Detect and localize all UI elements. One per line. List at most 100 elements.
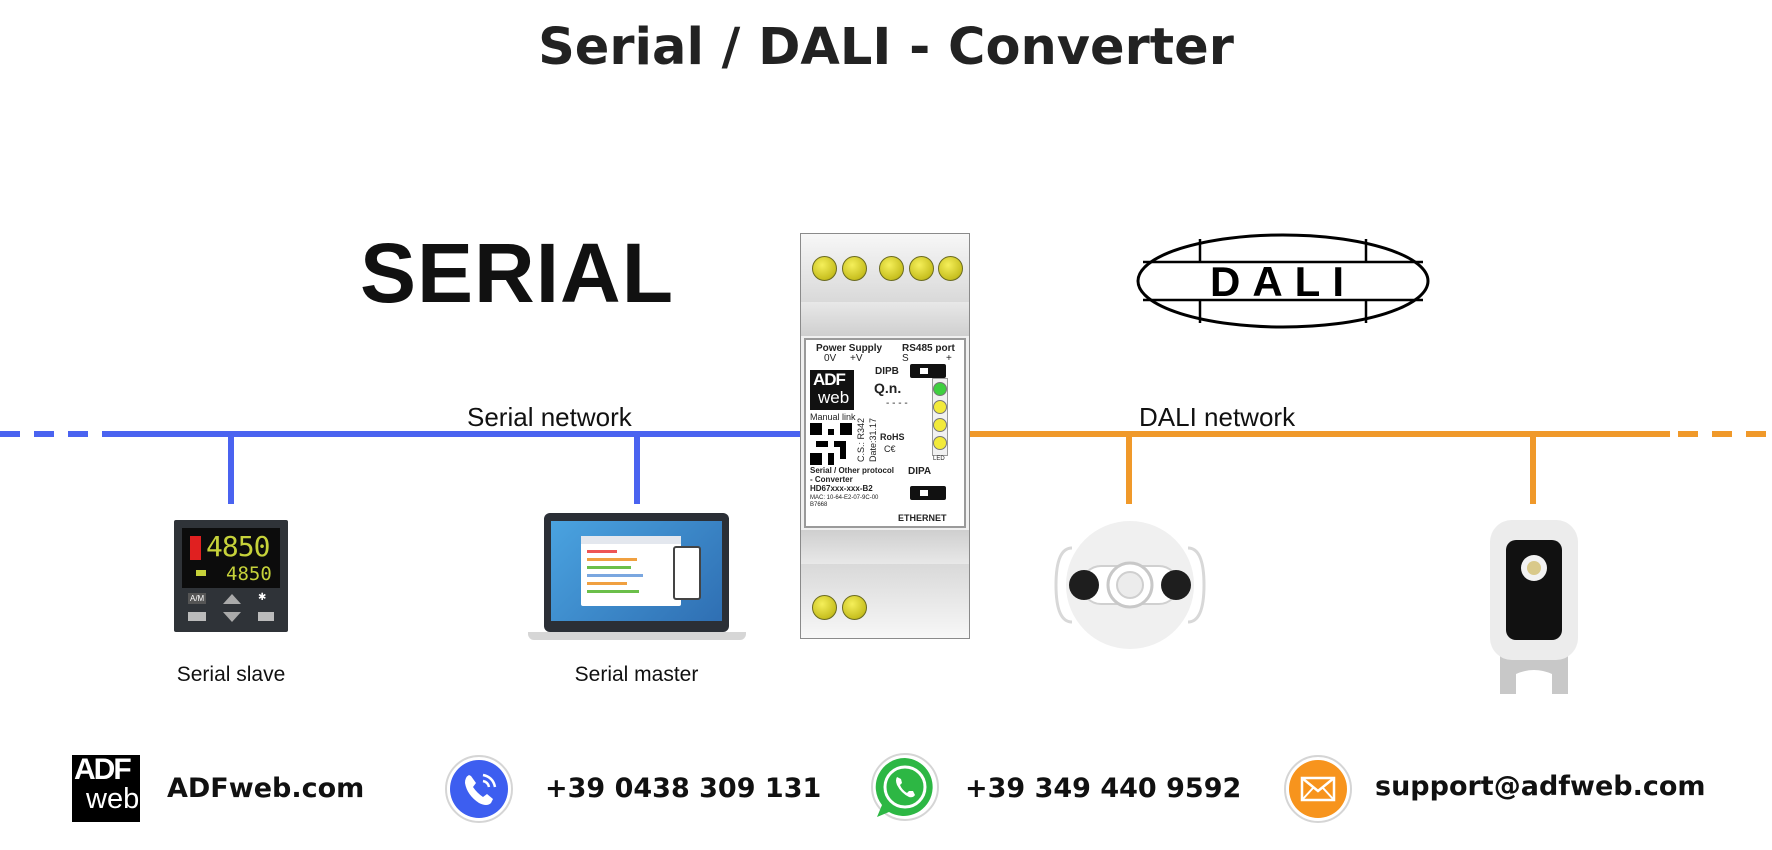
dali-drop-light xyxy=(1530,434,1536,504)
product-name-line1: Serial / Other protocol xyxy=(810,466,895,475)
terminal-screw xyxy=(842,256,867,281)
browser-titlebar xyxy=(581,536,681,544)
date-label: Date:31.17 xyxy=(868,417,878,462)
logo-text-bottom: web xyxy=(818,388,850,407)
serial-network-line xyxy=(102,431,800,437)
top-housing xyxy=(801,302,969,336)
power-supply-label: Power Supply xyxy=(816,343,883,354)
ethernet-label: ETHERNET xyxy=(898,513,947,523)
website-link[interactable]: ADFweb.com xyxy=(167,773,365,804)
logo-text-bottom: web xyxy=(86,783,140,815)
dali-line-dash xyxy=(1746,431,1766,437)
support-email[interactable]: support@adfweb.com xyxy=(1375,771,1706,802)
dali-network-label: DALI network xyxy=(1139,402,1296,432)
display-bottom-value: 4850 xyxy=(226,563,272,585)
status-led xyxy=(933,400,947,414)
manual-link-label: Manual link xyxy=(810,412,856,422)
adfweb-logo: ADF web xyxy=(810,370,854,410)
adfweb-logo: ADF web xyxy=(72,753,140,822)
plus-pin-label: + xyxy=(946,353,952,364)
display-top-value: 4850 xyxy=(206,530,270,563)
mac-suffix: B7668 xyxy=(810,502,828,508)
content-line xyxy=(587,550,617,553)
s-pin-label: S xyxy=(902,353,909,364)
dipb-label: DIPB xyxy=(875,366,899,377)
display-indicator xyxy=(196,570,206,576)
serial-master-device xyxy=(544,513,729,632)
phone-mockup xyxy=(673,546,701,600)
dipa-label: DIPA xyxy=(908,466,932,477)
product-code: HD67xxx-xxx-B2 xyxy=(810,484,873,493)
return-key-icon xyxy=(258,612,274,621)
star-key: ✱ xyxy=(258,592,267,603)
enter-key-icon xyxy=(188,612,206,621)
terminal-screw xyxy=(879,256,904,281)
qn-value: - - - - xyxy=(886,398,908,409)
terminal-screw xyxy=(938,256,963,281)
serial-line-dash xyxy=(68,431,88,437)
content-line xyxy=(587,582,627,585)
serial-slave-device: 4850 4850 A/M ✱ xyxy=(174,520,288,632)
rs485-port-label: RS485 port xyxy=(902,343,955,354)
mac-address: MAC: 10-64-E2-07-9C-00 xyxy=(810,495,879,501)
page-title: Serial / DALI - Converter xyxy=(538,18,1234,77)
serial-master-label: Serial master xyxy=(574,663,699,686)
dipa-switch xyxy=(910,486,946,500)
dali-line-dash xyxy=(1712,431,1732,437)
terminal-screw xyxy=(909,256,934,281)
laptop-base xyxy=(528,632,746,640)
whatsapp-icon xyxy=(871,753,939,821)
dali-lamp-device xyxy=(1054,521,1206,649)
email-icon xyxy=(1284,755,1352,823)
content-line xyxy=(587,558,637,561)
status-led xyxy=(933,382,947,396)
am-key: A/M xyxy=(188,593,207,604)
serial-network-label: Serial network xyxy=(467,402,632,432)
whatsapp-number[interactable]: +39 349 440 9592 xyxy=(965,773,1242,804)
status-indicator xyxy=(190,536,201,560)
dali-logo-text: DALI xyxy=(1210,258,1356,305)
product-name-line2: - Converter xyxy=(810,475,853,484)
bottom-housing xyxy=(801,530,969,564)
rohs-label: RoHS xyxy=(880,432,905,442)
down-arrow-icon xyxy=(223,612,241,622)
phone-icon xyxy=(445,755,513,823)
device-label-panel: Power Supply 0V +V RS485 port S + DIPB A… xyxy=(804,338,966,528)
terminal-screw xyxy=(812,595,837,620)
thermostat-display: 4850 4850 xyxy=(182,528,280,588)
dali-logo: DALI xyxy=(1136,233,1430,329)
terminal-screw xyxy=(842,595,867,620)
ce-mark: C€ xyxy=(884,444,896,454)
content-line xyxy=(587,574,643,577)
status-led xyxy=(933,436,947,450)
zero-v-label: 0V xyxy=(824,353,837,364)
content-line xyxy=(587,590,639,593)
dali-network-line xyxy=(970,431,1670,437)
laptop-screen xyxy=(551,521,722,621)
led-label: LED xyxy=(933,456,945,462)
serial-heading: SERIAL xyxy=(360,226,675,320)
dali-drop-lamp xyxy=(1126,434,1132,504)
browser-window xyxy=(581,536,681,606)
qr-code-icon xyxy=(810,423,852,465)
cs-label: C.S.: R342 xyxy=(856,417,866,462)
serial-slave-label: Serial slave xyxy=(176,663,286,686)
serial-line-dash xyxy=(34,431,54,437)
led-strip xyxy=(932,378,948,456)
content-line xyxy=(587,566,631,569)
qn-label: Q.n. xyxy=(874,380,902,396)
plus-v-label: +V xyxy=(850,353,863,364)
up-arrow-icon xyxy=(223,594,241,604)
dipb-switch xyxy=(910,364,946,378)
serial-drop-master xyxy=(634,434,640,504)
terminal-screw xyxy=(812,256,837,281)
logo-text-top: ADF xyxy=(813,370,846,389)
serial-drop-slave xyxy=(228,434,234,504)
logo-text-top: ADF xyxy=(74,753,132,786)
converter-device: Power Supply 0V +V RS485 port S + DIPB A… xyxy=(800,233,970,639)
status-led xyxy=(933,418,947,432)
dali-line-dash xyxy=(1678,431,1698,437)
dali-light-device xyxy=(1490,520,1578,694)
phone-number[interactable]: +39 0438 309 131 xyxy=(545,773,822,804)
serial-line-dash xyxy=(0,431,20,437)
